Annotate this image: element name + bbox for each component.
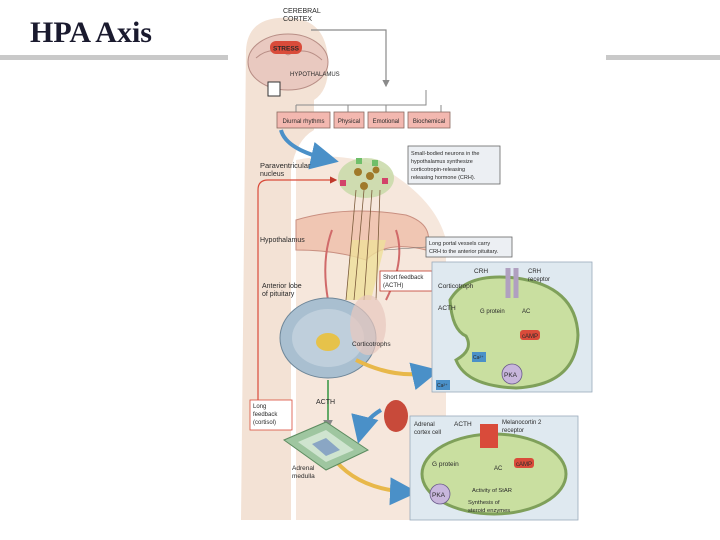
title-rule-left — [0, 55, 228, 60]
cortex-to-box-line — [311, 29, 390, 88]
neurons-note-box — [407, 145, 501, 185]
stressor-box-physical — [333, 111, 365, 129]
paraventricular-label-2: nucleus — [260, 171, 285, 178]
hpa-axis-diagram: STRESS CEREBRAL CORTEX HYPOTHALAMUS Diur… — [241, 8, 593, 521]
inset2-synthesis-label-1: Synthesis of — [468, 500, 500, 506]
to-corticotroph-arrow — [355, 358, 440, 390]
stressor-emotional-label: Emotional — [373, 119, 400, 125]
adrenal-medulla-label-1: Adrenal — [292, 465, 315, 472]
inset1-acth-label: ACTH — [438, 305, 456, 312]
neurons-note-line-1: Small-bodied neurons in the — [411, 151, 480, 157]
title-rule-right — [606, 55, 720, 60]
stressor-box-biochemical — [407, 111, 451, 129]
long-feedback-line-3: (cortisol) — [253, 420, 276, 426]
stressor-box-emotional — [367, 111, 405, 129]
long-feedback-box — [249, 399, 293, 431]
anterior-lobe-label-1: Anterior lobe — [262, 283, 302, 290]
adrenal-medulla-label-2: medulla — [292, 473, 315, 480]
inset2-pka-label: PKA — [432, 492, 446, 499]
stressor-diurnal-label: Diurnal rhythms — [282, 119, 324, 125]
inset1-ca-label-2: Ca²⁺ — [437, 383, 448, 389]
portal-note-line-2: CRH to the anterior pituitary. — [429, 249, 499, 255]
inset2-activity-label: Activity of StAR — [472, 488, 512, 494]
inset1-camp-label: cAMP — [522, 334, 538, 340]
inset2-pka-node — [429, 483, 451, 505]
inset1-receptor-label-2: receptor — [528, 277, 550, 283]
inset1-crh-label: CRH — [474, 268, 488, 275]
stressor-to-pvn-arrow — [279, 129, 339, 170]
long-feedback-line-1: Long — [253, 404, 266, 410]
slide-title: HPA Axis — [30, 16, 152, 49]
head-silhouette — [241, 17, 329, 521]
stress-label: STRESS — [273, 46, 300, 53]
neurons-note-line-4: releasing hormone (CRH). — [411, 175, 476, 181]
stressor-fan-line — [295, 90, 442, 112]
paraventricular-nucleus — [338, 158, 394, 198]
inset2-mc2r-label-1: Melanocortin 2 — [502, 420, 542, 426]
kidney-shape — [384, 400, 408, 432]
inset2-camp-label: cAMP — [516, 462, 532, 468]
corticotroph-cells — [316, 333, 340, 351]
inset1-receptor-label-1: CRH — [528, 269, 541, 275]
acth-label: ACTH — [316, 399, 335, 406]
neurons-note-line-2: hypothalamus synthesize — [411, 159, 473, 165]
inset1-ca-label-1: Ca²⁺ — [473, 355, 484, 361]
kidney-to-adrenal-arrow — [351, 408, 383, 444]
inset1-gprotein-label: G protein — [480, 309, 505, 315]
stressor-physical-label: Physical — [338, 119, 360, 125]
inset2-acth-label: ACTH — [454, 421, 472, 428]
portal-note-line-1: Long portal vessels carry — [429, 241, 490, 247]
inset2-gprotein-label: G protein — [432, 461, 459, 468]
inset1-ac-label: AC — [522, 309, 531, 315]
paraventricular-label-1: Paraventricular — [260, 161, 311, 170]
inset2-ac-label: AC — [494, 466, 503, 472]
pka-node — [501, 363, 523, 385]
stress-badge — [270, 41, 302, 54]
inset2-synthesis-label-2: steroid enzymes — [468, 508, 510, 514]
long-feedback-line-2: feedback — [253, 412, 278, 418]
inset2-cortex-cell-label-2: cortex cell — [414, 430, 441, 436]
corticotrophs-label: Corticotrophs — [352, 341, 391, 348]
anterior-lobe-label-2: of pituitary — [262, 291, 295, 298]
hypothalamus-top-label: HYPOTHALAMUS — [290, 72, 340, 78]
feedback-loop-line — [257, 176, 338, 400]
hypothalamus-label: Hypothalamus — [260, 237, 305, 244]
cerebral-cortex-label-1: CEREBRAL — [283, 8, 321, 15]
brain-shape — [247, 33, 329, 91]
inset2-cortex-cell-label-1: Adrenal — [414, 422, 435, 428]
cerebral-cortex-label-2: CORTEX — [283, 16, 312, 23]
neurons-note-line-3: corticotropin-releasing — [411, 167, 465, 173]
inset1-pka-label: PKA — [504, 372, 518, 379]
stressor-box-diurnal — [276, 111, 331, 129]
portal-vessel-lines — [345, 189, 381, 301]
short-feedback-line-2: (ACTH) — [383, 283, 403, 289]
inset2-mc2r-label-2: receptor — [502, 428, 524, 434]
stressor-biochemical-label: Biochemical — [413, 119, 445, 125]
inset1-corticotroph-label: Corticotroph — [438, 283, 474, 290]
short-feedback-line-1: Short feedback — [383, 275, 424, 281]
